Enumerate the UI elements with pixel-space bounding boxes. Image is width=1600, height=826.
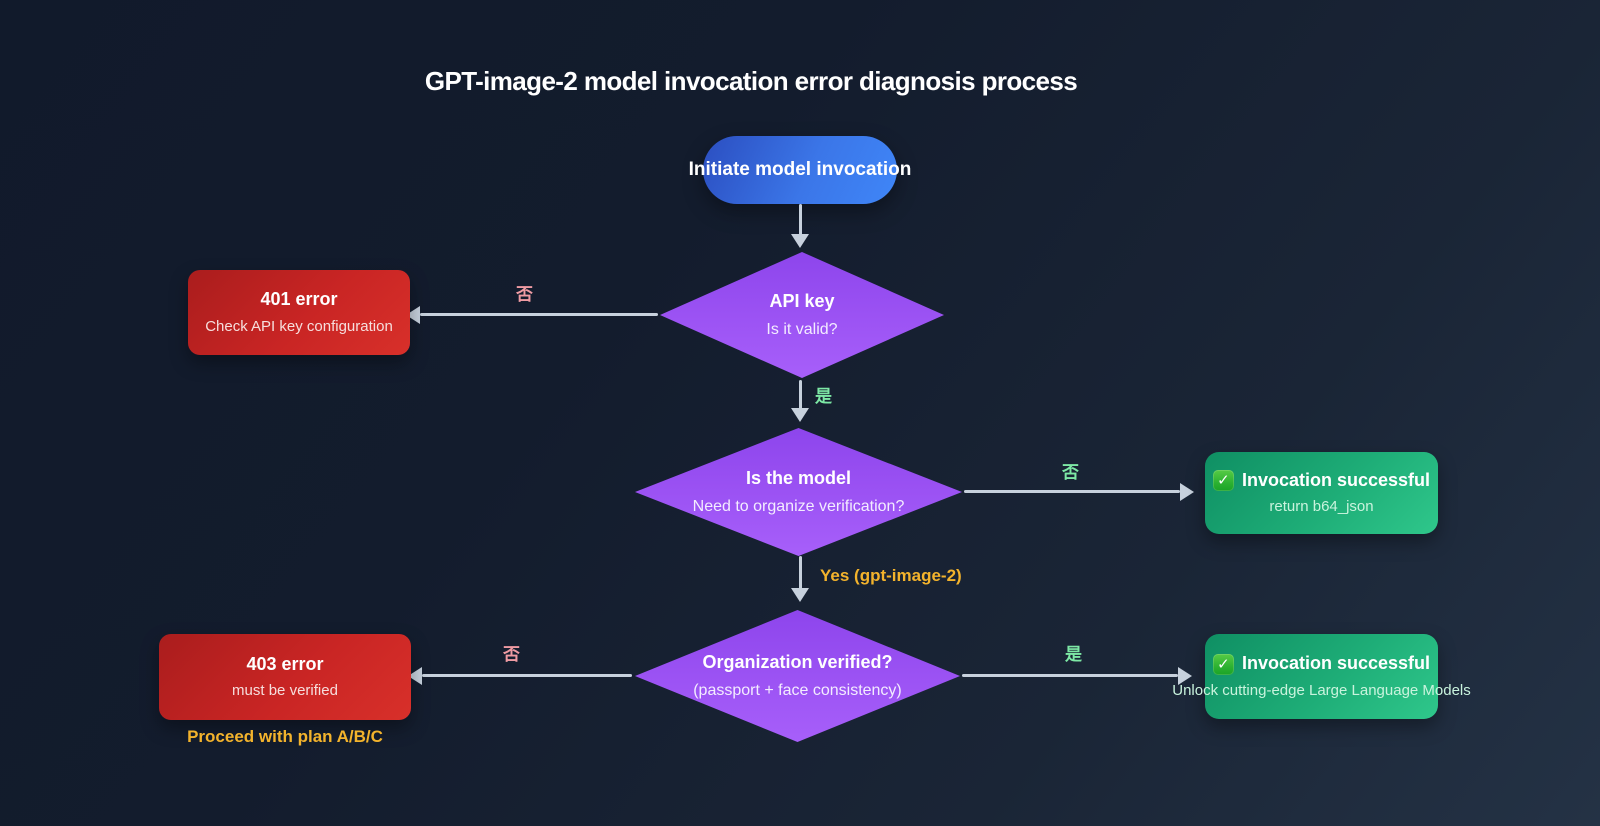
edge-line: [799, 556, 802, 590]
success-subtitle: Unlock cutting-edge Large Language Model…: [1172, 681, 1471, 699]
error-title: 401 error: [260, 289, 338, 310]
edge-line: [799, 204, 802, 236]
arrowhead-down-icon: [791, 588, 809, 602]
node-success-unlock: ✓ Invocation successful Unlock cutting-e…: [1172, 634, 1471, 719]
check-icon: ✓: [1212, 470, 1234, 491]
edge-label-yes: Yes (gpt-image-2): [820, 566, 962, 585]
arrowhead-left-icon: [408, 667, 422, 685]
node-success-b64: ✓ Invocation successful return b64_json: [1205, 452, 1438, 534]
edge-line: [964, 490, 1180, 493]
arrowhead-down-icon: [791, 234, 809, 248]
check-icon: ✓: [1212, 653, 1234, 675]
edge-line: [422, 674, 632, 677]
edge-line: [420, 313, 658, 316]
arrowhead-down-icon: [791, 408, 809, 422]
decision-subtitle: (passport + face consistency): [693, 681, 902, 699]
success-subtitle: return b64_json: [1269, 498, 1374, 516]
decision-subtitle: Is it valid?: [766, 320, 838, 338]
page-title: GPT-image-2 model invocation error diagn…: [424, 66, 1078, 96]
error-title: 403 error: [246, 653, 324, 674]
edge-label-yes: 是: [815, 387, 832, 406]
node-start-label: Initiate model invocation: [688, 158, 912, 180]
node-start: Initiate model invocation: [689, 136, 911, 204]
edge-label-no: 否: [516, 285, 533, 304]
node-decision-org-verification: Is the model Need to organize verificati…: [635, 428, 962, 556]
arrowhead-right-icon: [1178, 667, 1192, 685]
success-title: Invocation successful: [1241, 469, 1431, 490]
decision-title: Is the model: [745, 468, 852, 489]
decision-title: Organization verified?: [702, 652, 893, 673]
success-title: Invocation successful: [1241, 653, 1431, 674]
edge-line: [962, 674, 1178, 677]
error-subtitle: Check API key configuration: [205, 317, 393, 335]
node-decision-api-key: API key Is it valid?: [660, 252, 944, 378]
node-error-403: 403 error must be verified: [159, 634, 411, 720]
edge-label-yes: 是: [1065, 645, 1082, 664]
node-decision-org-verified: Organization verified? (passport + face …: [635, 610, 960, 742]
error-subtitle: must be verified: [232, 682, 338, 700]
edge-line: [799, 380, 802, 410]
decision-subtitle: Need to organize verification?: [692, 497, 905, 515]
edge-label-no: 否: [1062, 463, 1079, 482]
arrowhead-right-icon: [1180, 483, 1194, 501]
decision-title: API key: [769, 291, 835, 312]
edge-label-no: 否: [503, 645, 520, 664]
plan-note: Proceed with plan A/B/C: [187, 727, 383, 746]
node-error-401: 401 error Check API key configuration: [188, 270, 410, 355]
